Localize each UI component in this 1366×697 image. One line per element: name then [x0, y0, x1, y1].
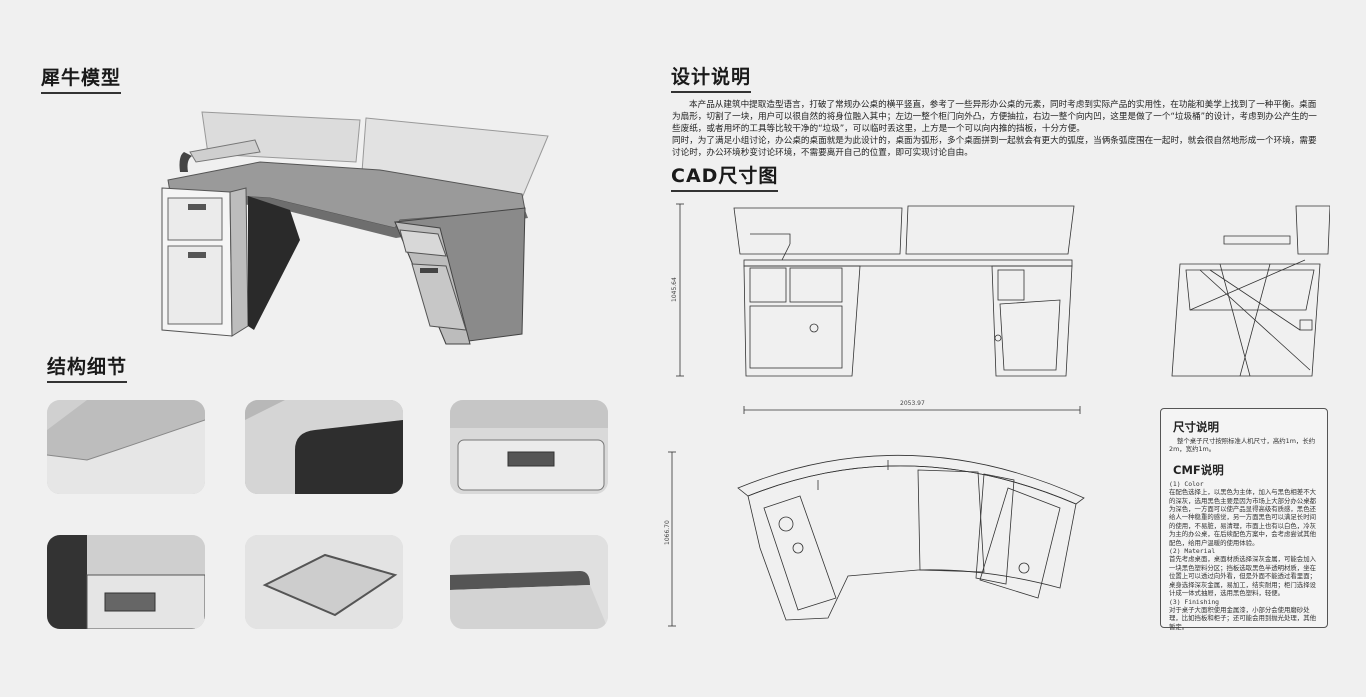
dim-height-front: 1045.64	[671, 277, 678, 302]
design-description: 本产品从建筑中提取造型语言，打破了常规办公桌的横平竖直，参考了一些异形办公桌的元…	[672, 99, 1322, 159]
detail-title: 结构细节	[47, 356, 128, 383]
dim-depth-top: 1066.70	[664, 520, 671, 545]
detail-thumb-edge	[245, 400, 403, 494]
detail-thumb-drawer-handle	[450, 400, 608, 494]
cmf-material-label: (2) Material	[1169, 547, 1216, 556]
size-text: 整个桌子尺寸按照标准人机尺寸，高约1m，长约2m，宽约1m。	[1169, 437, 1316, 454]
cmf-finishing-label: (3) Finishing	[1169, 597, 1220, 606]
dim-width-top: 2053.97	[900, 400, 925, 407]
detail-thumb-slot	[450, 535, 608, 629]
cmf-finishing-text: 对于桌子大面积使用金属漆，小部分会使用磨砂处理，比如挡板和柜子；还可能会用到抛光…	[1169, 605, 1316, 631]
detail-thumb-desktop-corner	[47, 400, 205, 494]
cmf-material-text: 首先考虑桌面，桌面材质选择深灰金属，可能会加入一块黑色塑料分区；挡板选取黑色半透…	[1169, 555, 1316, 598]
desk-render	[161, 111, 549, 345]
cad-title: CAD尺寸图	[671, 165, 779, 192]
cmf-color-text: 在配色选择上，以黑色为主体，加入与黑色相差不大的深灰，选用黑色主要是因为市场上大…	[1169, 488, 1316, 547]
cad-front-view	[676, 203, 1075, 377]
cmf-color-label: (1) Color	[1169, 479, 1204, 488]
size-title: 尺寸说明	[1173, 420, 1219, 434]
design-paragraph-1: 本产品从建筑中提取造型语言，打破了常规办公桌的横平竖直，参考了一些异形办公桌的元…	[672, 100, 1317, 134]
cad-side-view	[1171, 205, 1330, 377]
cmf-title: CMF说明	[1173, 462, 1224, 477]
design-title: 设计说明	[671, 66, 752, 93]
spec-panel: 尺寸说明 整个桌子尺寸按照标准人机尺寸，高约1m，长约2m，宽约1m。 CMF说…	[1160, 408, 1328, 631]
model-title: 犀牛模型	[41, 67, 122, 94]
design-paragraph-2: 同时，为了满足小组讨论，办公桌的桌面就是为此设计的，桌面为弧形，多个桌面拼到一起…	[672, 136, 1317, 158]
detail-thumb-inset	[245, 535, 403, 629]
cad-top-view	[668, 406, 1085, 627]
detail-thumb-side-drawer	[47, 535, 205, 629]
